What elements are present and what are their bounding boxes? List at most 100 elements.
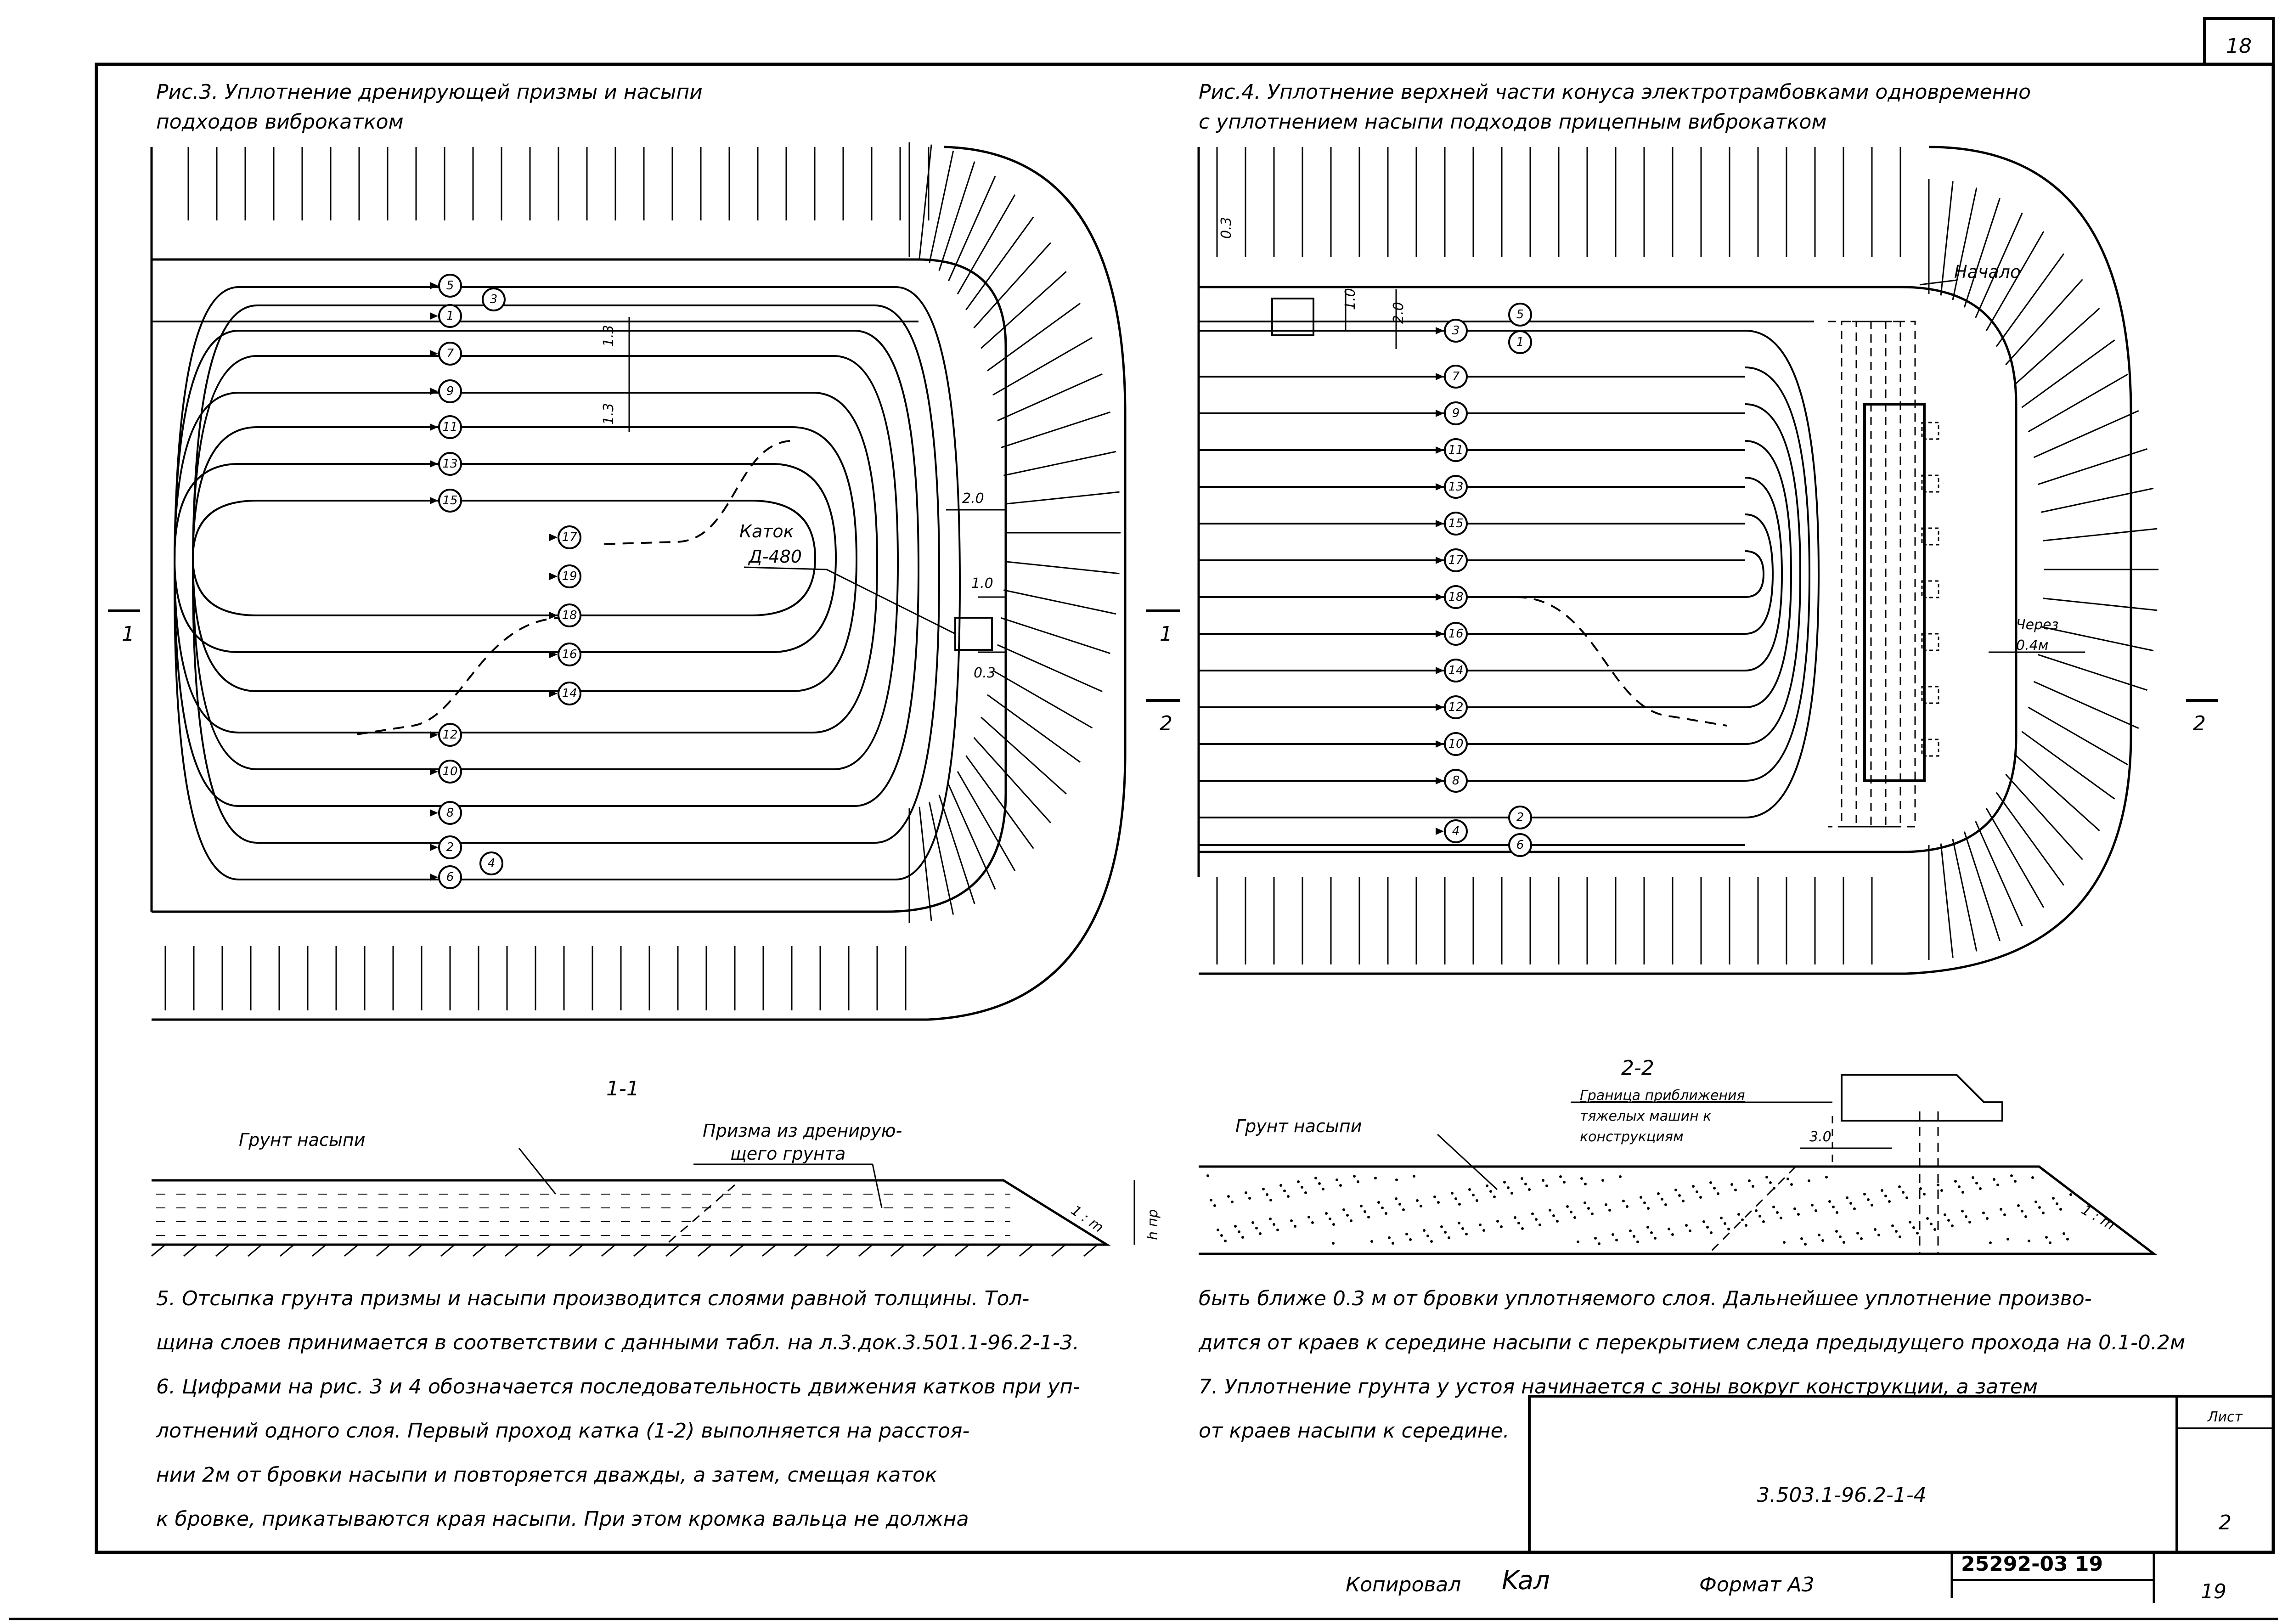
arrow-head [1436, 373, 1444, 380]
sec22-soil-dot [2028, 1240, 2030, 1242]
tamper-path [1841, 321, 1901, 828]
section-1-1: 1-1 Грунт насыпи Призма из дренирую- щег… [151, 1077, 1161, 1257]
sec22-soil-dot [1542, 1179, 1544, 1182]
section22-profile [1199, 1074, 2158, 1255]
sec22-soil-dot [1259, 1232, 1262, 1235]
fig3-pass-13-number: 13 [442, 457, 457, 471]
arrow-head [549, 690, 558, 697]
sec22-soil-dot [1297, 1180, 1300, 1183]
sec22-soil-dot [1643, 1201, 1646, 1204]
fig4-pass-16-number: 16 [1448, 627, 1463, 641]
sec22-soil-dot [1741, 1218, 1744, 1221]
sec11-ground-hatch [826, 1244, 841, 1257]
sec22-soil-dot [2063, 1232, 2065, 1235]
sec22-soil-dot [1958, 1185, 1961, 1188]
fig4-pass-14-circle [1444, 659, 1468, 682]
sec22-soil-dot [2069, 1193, 2072, 1196]
sec22-soil-dot [1629, 1229, 1632, 1232]
fig3-pass-loop [173, 330, 920, 807]
sec22-soil-dot [1454, 1197, 1457, 1200]
sec11-ground-hatch [312, 1244, 327, 1257]
fig3-pass-5-circle [438, 274, 462, 298]
sec22-soil-dot [1905, 1196, 1908, 1199]
fig4-pass-6-circle [1508, 833, 1532, 857]
fig4-pass-7-circle [1444, 365, 1468, 389]
sec22-soil-dot [1430, 1240, 1433, 1243]
sec22-soil-dot [1269, 1218, 1272, 1220]
arrow-head [430, 844, 438, 851]
sec22-soil-dot [1843, 1241, 1845, 1244]
section22-limit-line1: Граница приближения [1580, 1088, 1745, 1104]
sec22-soil-dot [1947, 1219, 1950, 1222]
sec22-soil-dot [1612, 1233, 1614, 1236]
sec22-soil-dot [1241, 1236, 1244, 1239]
sec22-soil-dot [1367, 1216, 1370, 1218]
sec22-soil-dot [1689, 1229, 1691, 1232]
sec22-soil-dot [1510, 1192, 1513, 1195]
sec22-soil-dot [1213, 1204, 1216, 1207]
sec22-soil-dot [1605, 1203, 1607, 1206]
fig3-dim-1-3b: 1.3 [601, 403, 617, 425]
sec22-soil-dot [1500, 1225, 1503, 1228]
arrow-head [1436, 777, 1444, 784]
sec22-soil-dot [1531, 1212, 1534, 1215]
sec22-soil-dot [1413, 1175, 1415, 1178]
fig3-pass-16-number: 16 [562, 648, 577, 661]
tamper-path [1870, 321, 1872, 828]
section11-prism-line1: Призма из дренирую- [703, 1121, 902, 1141]
arrow-head [549, 651, 558, 658]
sec22-soil-dot [2031, 1176, 2034, 1179]
arrow-head [1436, 593, 1444, 601]
fig3-pass-14-number: 14 [562, 687, 577, 700]
sec22-soil-dot [1545, 1184, 1548, 1187]
section22-limit-line2: тяжелых машин к [1580, 1108, 1711, 1124]
fig4-slope-hatch [2038, 448, 2147, 485]
sec22-soil-dot [1395, 1179, 1398, 1181]
fig3-pass-12-circle [438, 723, 462, 747]
sec22-soil-dot [1821, 1239, 1824, 1242]
fig4-pass-18-circle [1444, 585, 1468, 609]
fig3-slope-hatch [1001, 617, 1110, 654]
sec22-soil-dot [1217, 1229, 1219, 1231]
fig4-slope-hatch [2043, 598, 2158, 611]
sec22-abutment [1841, 1074, 2003, 1122]
fig4-pass-5-number: 5 [1516, 308, 1524, 321]
sec22-soil-dot [1730, 1183, 1733, 1186]
fig3-slope-hatch [965, 216, 1034, 310]
notes-left: 5. Отсыпка грунта призмы и насыпи произв… [156, 1287, 1080, 1531]
sec11-ground-hatch [794, 1244, 809, 1257]
sec22-soil-dot [1765, 1176, 1768, 1179]
sec22-soil-dot [1940, 1189, 1943, 1192]
sec22-soil-dot [1640, 1196, 1642, 1199]
fig3-pass-6-number: 6 [446, 870, 454, 884]
sec22-soil-dot [1724, 1222, 1726, 1225]
arrow-head [549, 573, 558, 580]
sec22-soil-dot [1937, 1184, 1939, 1186]
fig4-slope-hatch [1952, 187, 1978, 300]
section11-height: h пр [1145, 1209, 1161, 1240]
fig3-slope-hatch [981, 271, 1067, 349]
sec22-soil-dot [1713, 1187, 1716, 1190]
sec22-soil-dot [1433, 1195, 1436, 1198]
sec22-soil-dot [1601, 1179, 1604, 1182]
fig3-slope-hatch [929, 151, 954, 264]
sec22-soil-dot [1951, 1224, 1954, 1227]
fig4-title-line1: Рис.4. Уплотнение верхней части конуса э… [1199, 80, 2031, 104]
sec22-soil-dot [1311, 1221, 1314, 1224]
arrow-head [430, 388, 438, 395]
fig4-crest-outline [1199, 286, 2017, 853]
sec11-ground-hatch [923, 1244, 937, 1257]
sec22-soil-dot [1468, 1188, 1471, 1191]
sec11-outline [152, 1179, 1111, 1246]
sec22-soil-dot [1458, 1203, 1461, 1206]
sec22-soil-dot [1507, 1186, 1510, 1189]
fig3-dim-1-3a: 1.3 [601, 325, 617, 347]
fig3-slope-hatch [992, 337, 1093, 396]
sec22-soil-dot [1776, 1211, 1779, 1214]
sec22-soil-dot [1661, 1198, 1663, 1201]
sec22-soil-dot [1318, 1182, 1321, 1185]
sec22-soil-dot [1405, 1233, 1408, 1235]
sec22-soil-dot [1577, 1241, 1579, 1243]
sec22-soil-dot [1989, 1241, 1992, 1244]
stamp-row: Копировал Kaл Формат А3 25292-03 19 19 [1346, 1552, 2226, 1603]
